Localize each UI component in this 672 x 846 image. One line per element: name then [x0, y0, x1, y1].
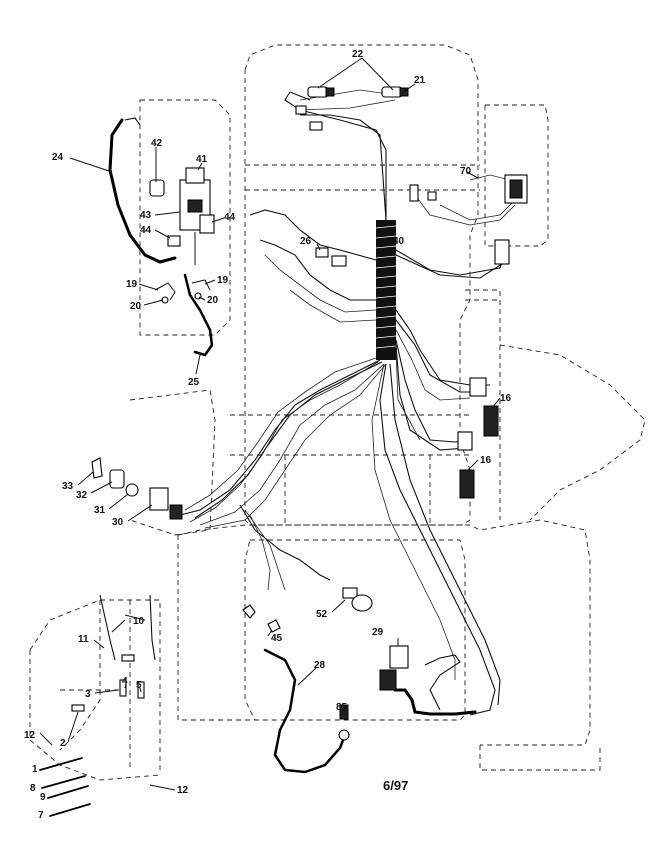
callout-32: 32 — [76, 490, 88, 501]
callout-2: 2 — [60, 738, 66, 749]
callout-5: 5 — [136, 680, 142, 691]
harness-loom — [375, 220, 397, 360]
connector — [494, 239, 510, 265]
callout-8: 8 — [30, 783, 36, 794]
callout-10: 10 — [133, 616, 145, 627]
callout-42: 42 — [151, 138, 163, 149]
callout-25: 25 — [188, 377, 200, 388]
callout-7: 7 — [38, 810, 44, 821]
callout-24: 24 — [52, 152, 64, 163]
connector-16 — [469, 377, 487, 397]
callout-28: 28 — [314, 660, 326, 671]
connector — [409, 184, 419, 202]
connector — [427, 191, 437, 201]
headlight-left — [307, 86, 335, 98]
switch-16 — [483, 405, 499, 437]
callout-21: 21 — [414, 75, 426, 86]
rods — [39, 757, 91, 817]
date-code: 6/97 — [383, 778, 408, 793]
fasteners-19-20 — [154, 279, 211, 304]
callout-1: 1 — [32, 764, 38, 775]
switch-16 — [459, 469, 475, 499]
connector-29 — [379, 669, 397, 691]
tractor-outline — [29, 44, 646, 781]
wiring — [108, 89, 521, 774]
connector-26 — [315, 247, 329, 258]
callout-41: 41 — [196, 154, 208, 165]
callout-20: 20 — [207, 295, 219, 306]
terminal-45 — [267, 619, 281, 633]
callout-9: 9 — [40, 792, 46, 803]
callout-44: 44 — [140, 225, 152, 236]
connector — [309, 121, 323, 131]
clip — [71, 704, 85, 712]
callout-11: 11 — [78, 634, 89, 645]
callout-40: 40 — [393, 236, 405, 247]
callout-16: 16 — [480, 455, 492, 466]
clip — [119, 679, 127, 697]
callout-33: 33 — [62, 481, 74, 492]
terminal-45 — [242, 604, 256, 619]
switch-cluster — [149, 167, 215, 265]
relay-29 — [389, 645, 409, 669]
callout-52: 52 — [316, 609, 328, 620]
connector — [295, 105, 307, 115]
callout-19: 19 — [126, 279, 138, 290]
connector-16 — [457, 431, 473, 451]
callout-70: 70 — [460, 166, 472, 177]
connector-26 — [331, 255, 347, 267]
callout-16: 16 — [500, 393, 512, 404]
callout-29: 29 — [372, 627, 384, 638]
callout-3: 3 — [85, 689, 91, 700]
components — [39, 86, 528, 817]
callout-44: 44 — [224, 212, 236, 223]
callout-labels: 22 21 24 42 41 70 43 44 44 26 40 19 19 2… — [24, 49, 512, 821]
callout-43: 43 — [140, 210, 152, 221]
callout-26: 26 — [300, 236, 312, 247]
callout-22: 22 — [352, 49, 364, 60]
callout-31: 31 — [94, 505, 106, 516]
callout-20: 20 — [130, 301, 142, 312]
callout-12: 12 — [177, 785, 189, 796]
callout-85: 85 — [336, 702, 348, 713]
callout-45: 45 — [271, 633, 283, 644]
bulb-52 — [342, 587, 373, 612]
ignition-parts — [91, 457, 183, 520]
callout-19: 19 — [217, 275, 229, 286]
callout-4: 4 — [122, 676, 128, 687]
callout-12: 12 — [24, 730, 36, 741]
leader-lines — [39, 57, 501, 791]
callout-30: 30 — [112, 517, 124, 528]
